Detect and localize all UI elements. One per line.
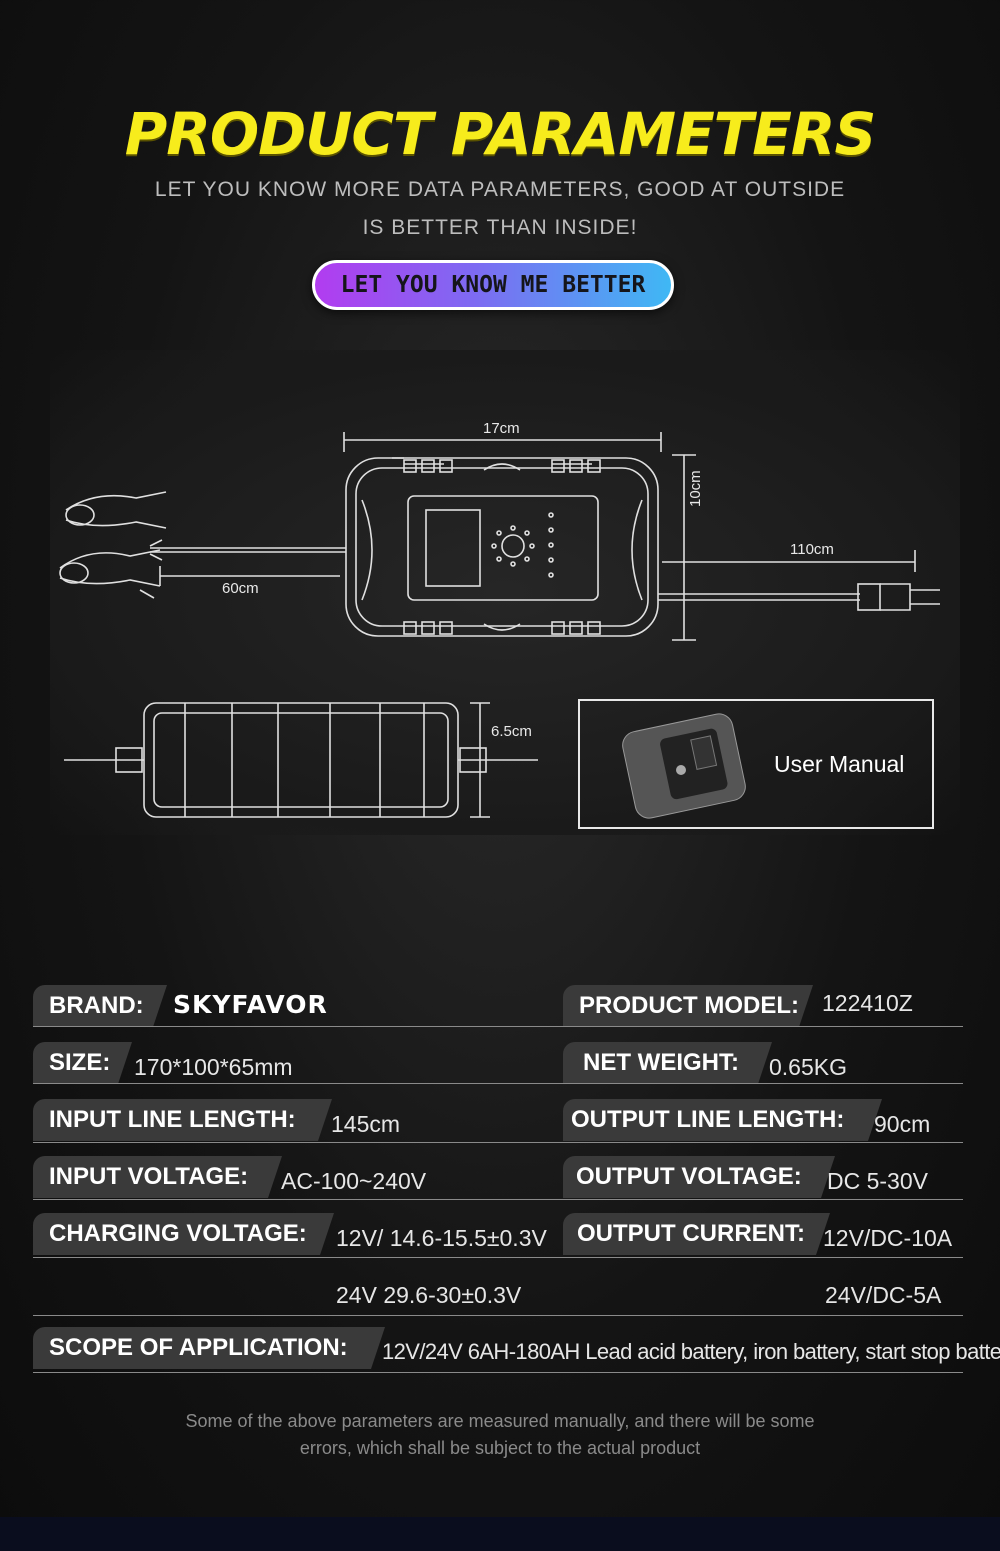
- charger-side-outline: [143, 702, 459, 818]
- height-label: 10cm: [687, 470, 704, 507]
- charger-body-outline: [345, 457, 659, 637]
- product-model-label: PRODUCT MODEL:: [563, 985, 813, 1027]
- scope-of-application-label: SCOPE OF APPLICATION:: [33, 1327, 385, 1369]
- front-panel-outline: [407, 495, 599, 601]
- subtitle-line-2: IS BETTER THAN INSIDE!: [362, 216, 638, 239]
- input-cable-label: 110cm: [790, 541, 834, 558]
- input-voltage-label: INPUT VOLTAGE:: [33, 1156, 282, 1198]
- charger-photo-icon: [622, 713, 746, 819]
- brand-label: BRAND:: [33, 985, 167, 1027]
- size-value: 170*100*65mm: [134, 1054, 293, 1080]
- row-divider: [33, 1199, 963, 1200]
- product-model-value: 122410Z: [822, 990, 913, 1016]
- net-weight-value: 0.65KG: [769, 1054, 847, 1080]
- output-line-length-value: 90cm: [874, 1111, 931, 1137]
- input-cable: [658, 593, 860, 601]
- output-current-value-24v: 24V/DC-5A: [825, 1282, 942, 1308]
- power-button-outline: [501, 534, 525, 558]
- charging-voltage-value-24v: 24V 29.6-30±0.3V: [336, 1282, 522, 1308]
- net-weight-label: NET WEIGHT:: [563, 1042, 772, 1084]
- row-divider: [33, 1083, 963, 1084]
- disclaimer-line-1: Some of the above parameters are measure…: [185, 1411, 815, 1431]
- output-cable: [150, 547, 346, 553]
- width-label: 17cm: [483, 420, 520, 437]
- depth-label: 6.5cm: [491, 723, 532, 740]
- row-divider: [33, 1142, 963, 1143]
- plug-outline: [880, 583, 940, 611]
- scope-of-application-value: 12V/24V 6AH-180AH Lead acid battery, iro…: [382, 1339, 1000, 1364]
- user-manual-box: User Manual: [578, 699, 934, 829]
- row-divider: [33, 1372, 963, 1373]
- charging-voltage-value-12v: 12V/ 14.6-15.5±0.3V: [336, 1225, 547, 1251]
- output-voltage-value: DC 5-30V: [827, 1168, 928, 1194]
- output-current-label: OUTPUT CURRENT:: [563, 1213, 830, 1255]
- know-me-better-badge: LET YOU KNOW ME BETTER: [312, 260, 674, 310]
- input-voltage-value: AC-100~240V: [281, 1168, 427, 1194]
- output-voltage-label: OUTPUT VOLTAGE:: [563, 1156, 835, 1198]
- subtitle-line-1: LET YOU KNOW MORE DATA PARAMETERS, GOOD …: [154, 178, 846, 201]
- output-current-value-12v: 12V/DC-10A: [823, 1225, 953, 1251]
- clamp-black-outline: [59, 549, 161, 587]
- row-divider: [33, 1315, 963, 1316]
- size-label: SIZE:: [33, 1042, 132, 1084]
- clamp-red-outline: [65, 491, 167, 529]
- brand-value: SKYFAVOR: [173, 990, 328, 1019]
- bottom-strip: [0, 1517, 1000, 1551]
- charging-voltage-label: CHARGING VOLTAGE:: [33, 1213, 334, 1255]
- disclaimer-line-2: errors, which shall be subject to the ac…: [299, 1438, 701, 1458]
- row-divider: [33, 1026, 963, 1027]
- input-line-length-label: INPUT LINE LENGTH:: [33, 1099, 332, 1141]
- output-cable-label: 60cm: [222, 580, 259, 597]
- page-title: PRODUCT PARAMETERS: [124, 100, 877, 168]
- product-drawing-area: [50, 350, 960, 835]
- display-screen-outline: [425, 509, 481, 587]
- output-line-length-label: OUTPUT LINE LENGTH:: [563, 1099, 882, 1141]
- input-line-length-value: 145cm: [331, 1111, 401, 1137]
- user-manual-label: User Manual: [774, 751, 905, 777]
- product-diagram: [59, 432, 940, 819]
- row-divider: [33, 1257, 963, 1258]
